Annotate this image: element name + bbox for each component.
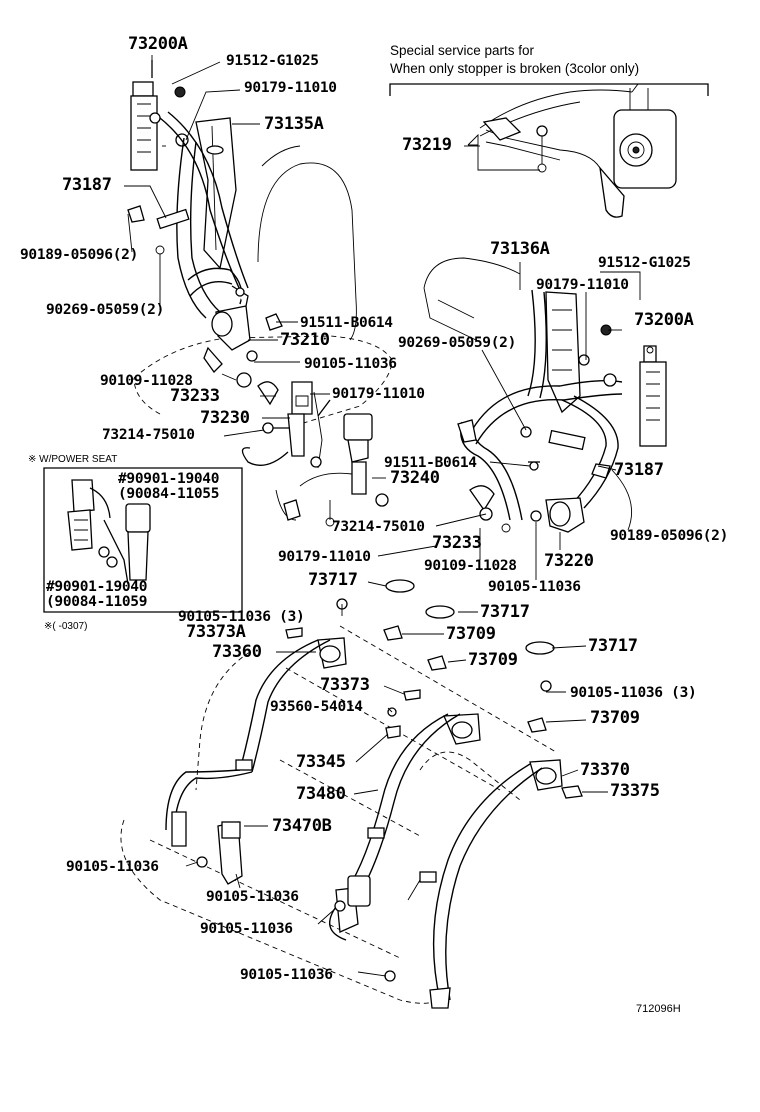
label-90105-3a: 90105-11036 (3) bbox=[178, 609, 305, 625]
label-90084-top: (90084-11055 bbox=[118, 486, 220, 502]
label-90105-d: 90105-11036 bbox=[206, 889, 299, 905]
label-90189-right: 90189-05096(2) bbox=[610, 528, 729, 544]
label-73375: 73375 bbox=[610, 781, 660, 801]
right-lower-anchor bbox=[457, 419, 611, 533]
left-retractor-upper bbox=[130, 60, 189, 171]
label-90269-left: 90269-05059(2) bbox=[46, 302, 165, 318]
label-90105-b: 90105-11036 bbox=[488, 579, 581, 595]
label-73233-mid: 73233 bbox=[432, 533, 482, 553]
label-73240: 73240 bbox=[390, 468, 440, 488]
label-73470B: 73470B bbox=[272, 816, 332, 836]
rear-covers bbox=[285, 579, 583, 799]
label-90269-right: 90269-05059(2) bbox=[398, 335, 517, 351]
service-note-line1: Special service parts for bbox=[390, 43, 535, 58]
label-73210: 73210 bbox=[280, 330, 330, 350]
label-73717-c: 73717 bbox=[588, 636, 638, 656]
label-90105-a: 90105-11036 bbox=[304, 356, 397, 372]
label-73709-a: 73709 bbox=[446, 624, 496, 644]
label-90179-mid: 90179-11010 bbox=[332, 386, 425, 402]
service-note-line2: When only stopper is broken (3color only… bbox=[390, 61, 640, 76]
label-73200A-right: 73200A bbox=[634, 310, 694, 330]
label-90109-mid: 90109-11028 bbox=[424, 558, 517, 574]
label-73709-c: 73709 bbox=[590, 708, 640, 728]
label-90901-top: #90901-19040 bbox=[118, 471, 220, 487]
label-90179-top: 90179-11010 bbox=[244, 80, 337, 96]
label-73373: 73373 bbox=[320, 675, 370, 695]
label-73187-left: 73187 bbox=[62, 175, 112, 195]
label-73219: 73219 bbox=[402, 135, 452, 155]
label-73373A: 73373A bbox=[186, 622, 246, 642]
right-pillar-belt bbox=[460, 289, 623, 521]
label-73370: 73370 bbox=[580, 760, 630, 780]
left-seat-back-outline bbox=[133, 145, 393, 425]
power-seat-inset bbox=[43, 467, 243, 613]
label-73135A: 73135A bbox=[264, 114, 324, 134]
label-73709-b: 73709 bbox=[468, 650, 518, 670]
left-pillar-belt bbox=[159, 111, 249, 319]
label-90105-3b: 90105-11036 (3) bbox=[570, 685, 697, 701]
label-73230: 73230 bbox=[200, 408, 250, 428]
label-91511-left: 91511-B0614 bbox=[300, 315, 393, 331]
label-73345: 73345 bbox=[296, 752, 346, 772]
rear-belts bbox=[165, 637, 563, 1009]
label-90179-low: 90179-11010 bbox=[278, 549, 371, 565]
drawing-number: 712096H bbox=[636, 1003, 681, 1015]
label-73717-a: 73717 bbox=[308, 570, 358, 590]
label-73360: 73360 bbox=[212, 642, 262, 662]
label-73717-b: 73717 bbox=[480, 602, 530, 622]
power-seat-note: ※ W/POWER SEAT bbox=[28, 454, 118, 465]
label-73214-mid: 73214-75010 bbox=[332, 519, 425, 535]
right-retractor-upper bbox=[578, 324, 667, 447]
label-91511-right: 91511-B0614 bbox=[384, 455, 477, 471]
label-73233-left: 73233 bbox=[170, 386, 220, 406]
label-73220: 73220 bbox=[544, 551, 594, 571]
label-90105-c: 90105-11036 bbox=[66, 859, 159, 875]
label-90084-bot: (90084-11059 bbox=[46, 594, 148, 610]
label-73214-left: 73214-75010 bbox=[102, 427, 195, 443]
label-90189-left: 90189-05096(2) bbox=[20, 247, 139, 263]
left-buckle-assembly bbox=[241, 381, 331, 469]
label-91512-top: 91512-G1025 bbox=[226, 53, 319, 69]
label-90179-right: 90179-11010 bbox=[536, 277, 629, 293]
center-buckle-assembly bbox=[275, 413, 389, 527]
left-lower-anchor bbox=[127, 205, 283, 406]
label-73187-right: 73187 bbox=[614, 460, 664, 480]
label-73200A-top: 73200A bbox=[128, 34, 188, 54]
label-90105-e: 90105-11036 bbox=[200, 921, 293, 937]
label-73136A: 73136A bbox=[490, 239, 550, 259]
right-seat-back-outline bbox=[423, 257, 521, 341]
label-90901-bot: #90901-19040 bbox=[46, 579, 148, 595]
label-93560: 93560-54014 bbox=[270, 699, 363, 715]
label-91512-right: 91512-G1025 bbox=[598, 255, 691, 271]
label-73480: 73480 bbox=[296, 784, 346, 804]
label-90109-left: 90109-11028 bbox=[100, 373, 193, 389]
date-note: ※( -0307) bbox=[44, 621, 88, 632]
stopper-service-inset bbox=[389, 83, 709, 218]
leader-lines bbox=[124, 55, 641, 977]
label-90105-f: 90105-11036 bbox=[240, 967, 333, 983]
